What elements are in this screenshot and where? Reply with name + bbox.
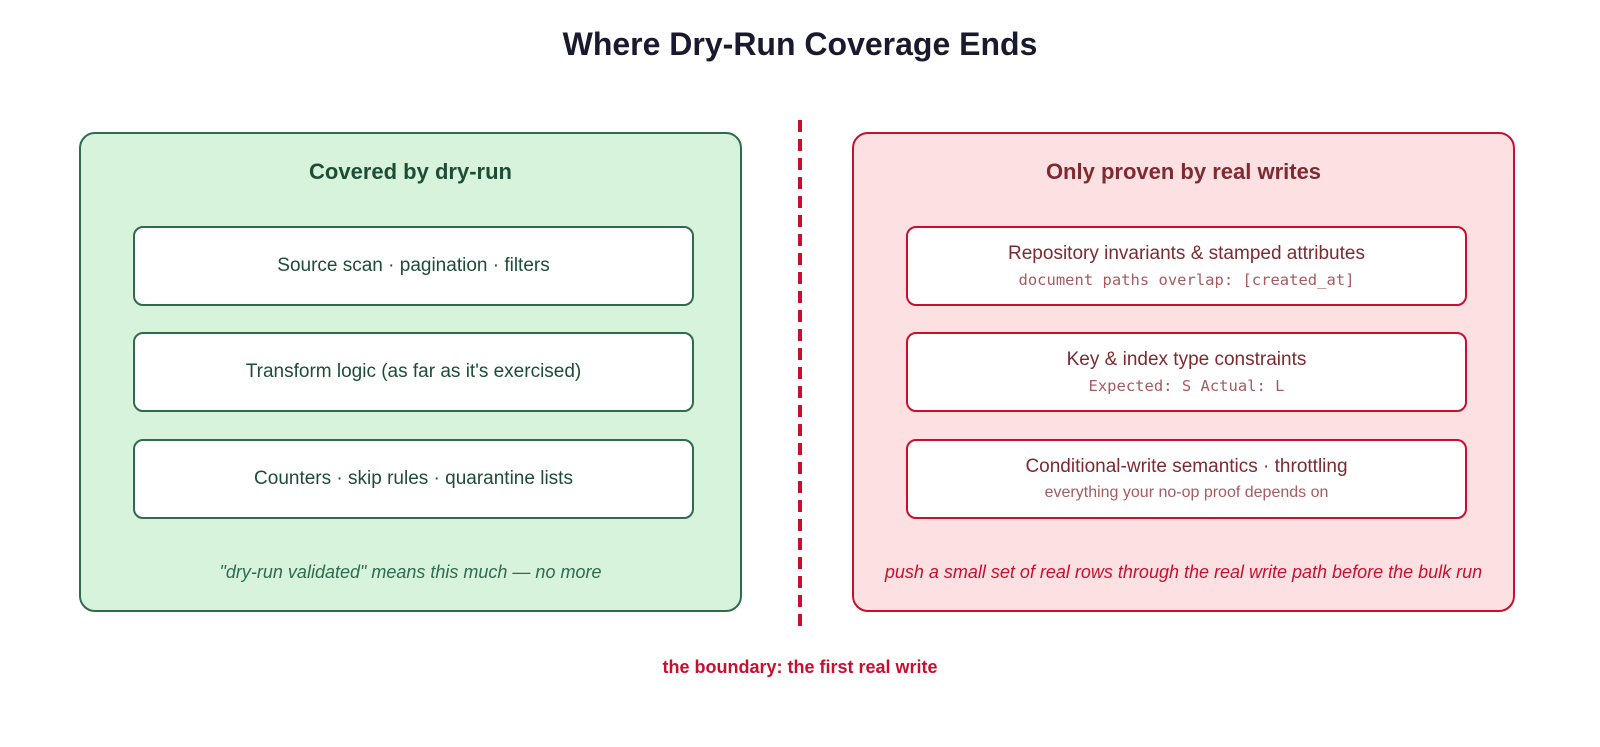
- real-writes-item-label: Key & index type constraints: [1066, 349, 1307, 370]
- real-writes-item-detail: everything your no-op proof depends on: [1044, 484, 1329, 501]
- diagram-title: Where Dry-Run Coverage Ends: [562, 26, 1038, 62]
- real-writes-item-detail: Expected: S Actual: L: [1088, 377, 1285, 395]
- covered-panel-title: Covered by dry-run: [309, 159, 512, 184]
- boundary-label: the boundary: the first real write: [662, 657, 938, 677]
- real-writes-item-detail: document paths overlap: [created_at]: [1018, 271, 1355, 289]
- real-writes-item-label: Repository invariants & stamped attribut…: [1008, 243, 1365, 264]
- covered-item-source-scan: Source scan · pagination · filters: [133, 226, 694, 306]
- boundary-divider-line: [798, 120, 802, 626]
- covered-item-transform-logic: Transform logic (as far as it's exercise…: [133, 332, 694, 412]
- covered-item-label: Source scan · pagination · filters: [277, 255, 550, 276]
- real-writes-panel: Only proven by real writes Repository in…: [852, 132, 1515, 612]
- covered-by-dry-run-panel: Covered by dry-run Source scan · paginat…: [79, 132, 742, 612]
- real-writes-item-label: Conditional-write semantics · throttling: [1025, 456, 1348, 477]
- real-writes-item-repository-invariants: Repository invariants & stamped attribut…: [906, 226, 1467, 306]
- real-writes-panel-title: Only proven by real writes: [1045, 159, 1322, 184]
- real-writes-panel-footer: push a small set of real rows through th…: [884, 562, 1483, 582]
- covered-item-label: Transform logic (as far as it's exercise…: [245, 361, 582, 382]
- real-writes-item-key-index-constraints: Key & index type constraints Expected: S…: [906, 332, 1467, 412]
- covered-item-counters: Counters · skip rules · quarantine lists: [133, 439, 694, 519]
- covered-item-label: Counters · skip rules · quarantine lists: [254, 468, 573, 489]
- covered-panel-footer: "dry-run validated" means this much — no…: [219, 562, 602, 582]
- real-writes-item-conditional-write: Conditional-write semantics · throttling…: [906, 439, 1467, 519]
